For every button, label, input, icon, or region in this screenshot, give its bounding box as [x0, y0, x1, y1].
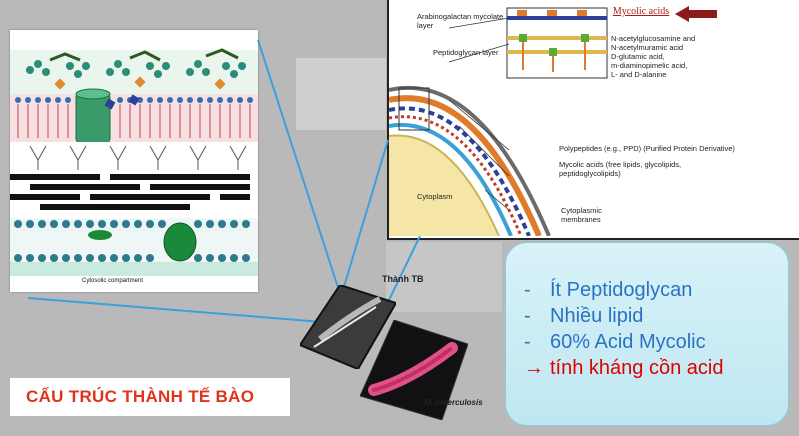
- peptidoglycan-label: Peptidoglycan layer: [433, 48, 499, 57]
- decor-block: [296, 58, 386, 130]
- cytoplasmic-membrane-label: Cytoplasmic membranes: [561, 206, 602, 224]
- summary-conclusion-text: tính kháng cồn acid: [550, 357, 724, 379]
- bullet-dash: -: [524, 331, 531, 353]
- polypeptides-label: Polypeptides (e.g., PPD) (Purified Prote…: [559, 144, 735, 153]
- summary-item: - 60% Acid Mycolic: [524, 329, 788, 355]
- mycobacterial-wall-diagram: Mycolic acids Arabinogalactan mycolate l…: [387, 0, 799, 240]
- mycolate-layer: [10, 88, 258, 145]
- mycolic-acids-label: Mycolic acids: [612, 6, 670, 17]
- slide-title-box: CẤU TRÚC THÀNH TẾ BÀO: [10, 378, 290, 416]
- summary-conclusion: → tính kháng cồn acid: [524, 355, 788, 381]
- cytoplasm-label: Cytoplasm: [417, 192, 453, 201]
- summary-item: - Nhiều lipid: [524, 303, 788, 329]
- bacterium-micrograph-image: [359, 319, 469, 421]
- summary-item-text: Ít Peptidoglycan: [550, 279, 693, 301]
- component-item: N-acetylglucosamine and: [611, 34, 696, 43]
- wall-layer-detail: [506, 7, 608, 79]
- bacterium-micrograph: [359, 319, 469, 425]
- organism-label: M. tuberculosis: [424, 398, 483, 407]
- cell-envelope-diagram: PERIPLASM Cytosolic: [10, 30, 258, 292]
- mycolic-free-lipids-label: Mycolic acids (free lipids, glycolipids,…: [559, 160, 682, 178]
- cell-envelope-illustration: PERIPLASM Cytosolic: [10, 48, 258, 284]
- decor-block: [386, 242, 502, 312]
- summary-item-text: 60% Acid Mycolic: [550, 331, 706, 353]
- summary-callout: - Ít Peptidoglycan - Nhiều lipid - 60% A…: [505, 242, 789, 426]
- component-item: L- and D-alanine: [611, 70, 667, 79]
- wall-micrograph-label: Thành TB: [382, 274, 424, 284]
- component-list: N-acetylglucosamine and N-acetylmuramic …: [611, 34, 797, 79]
- arabinogalactan-label: Arabinogalactan mycolate layer: [417, 12, 504, 30]
- wall-micrograph: [298, 283, 398, 374]
- wall-schematic: [388, 0, 799, 238]
- peptidoglycan-bars: [10, 174, 250, 210]
- arabinogalactan-layer: [10, 142, 258, 174]
- arrow-left-icon: [675, 6, 717, 22]
- component-item: m-diaminopimelic acid,: [611, 61, 688, 70]
- bullet-dash: -: [524, 305, 531, 327]
- slide-title: CẤU TRÚC THÀNH TẾ BÀO: [26, 387, 255, 406]
- periplasm-label: PERIPLASM: [90, 204, 119, 210]
- wall-micrograph-image: [298, 283, 398, 371]
- arrow-right-icon: →: [524, 357, 544, 379]
- summary-item: - Ít Peptidoglycan: [524, 277, 788, 303]
- component-item: N-acetylmuramic acid: [611, 43, 684, 52]
- cytosol-label: Cytosolic compartment: [82, 278, 143, 284]
- component-item: D-glutamic acid,: [611, 52, 665, 61]
- summary-item-text: Nhiều lipid: [550, 305, 644, 327]
- outer-glycolipid-layer: [10, 48, 258, 95]
- bullet-dash: -: [524, 279, 531, 301]
- plasma-membrane: [10, 218, 258, 276]
